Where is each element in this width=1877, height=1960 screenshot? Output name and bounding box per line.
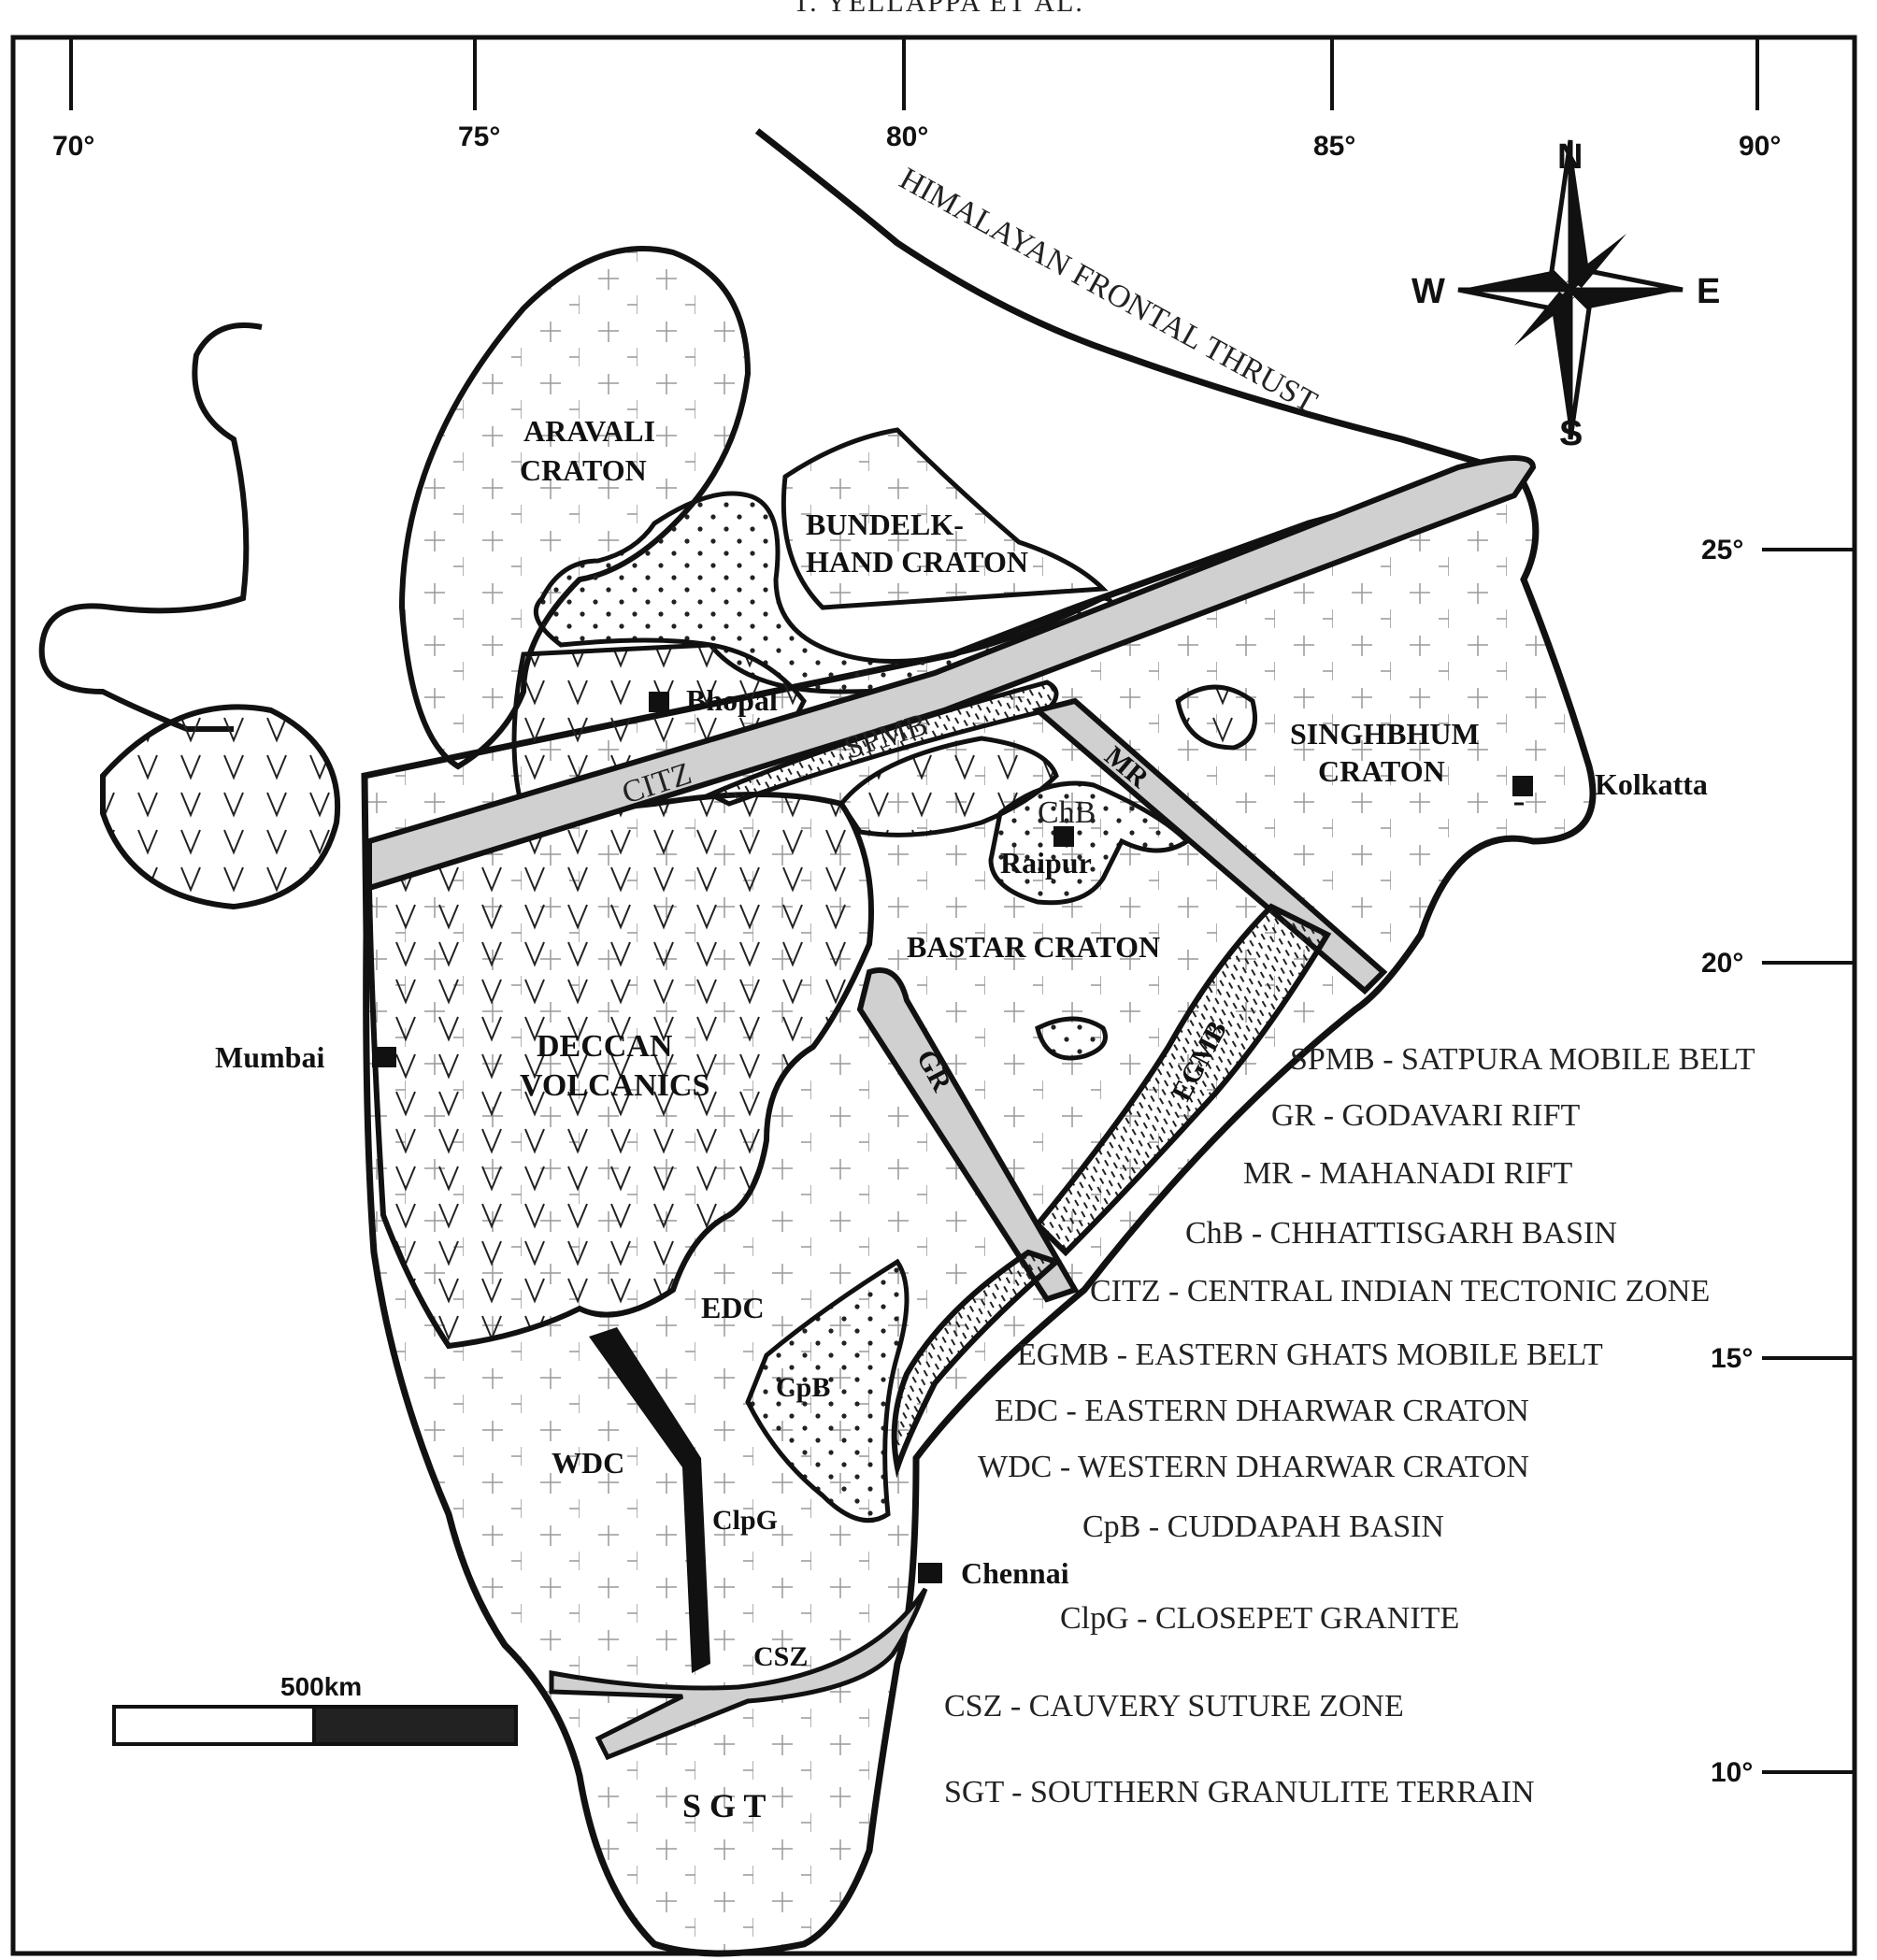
closepet-granite (589, 1327, 710, 1673)
legend-item-spmb: SPMB - SATPURA MOBILE BELT (1290, 1042, 1755, 1077)
longitude-ticks (69, 37, 1759, 110)
singhbhum-label-1: SINGHBHUM (1290, 717, 1480, 751)
deccan-label-1: DECCAN (537, 1029, 673, 1064)
aravali-label-2: CRATON (520, 453, 647, 487)
chhattisgarh-basin (988, 780, 1191, 906)
thrust-line (754, 128, 1497, 471)
mumbai-label: Mumbai (215, 1040, 324, 1074)
chb-label: ChB (1038, 795, 1096, 830)
legend-item-csz: CSZ - CAUVERY SUTURE ZONE (944, 1689, 1404, 1724)
raipur-label: Raipur (1000, 846, 1092, 880)
mumbai-marker (372, 1047, 396, 1067)
deccan-label-2: VOLCANICS (520, 1068, 709, 1103)
legend-item-wdc: WDC - WESTERN DHARWAR CRATON (978, 1450, 1529, 1484)
legend-item-mr: MR - MAHANADI RIFT (1243, 1156, 1573, 1191)
cauvery-suture-zone (549, 1587, 928, 1761)
bhopal-label: Bhopal (686, 683, 778, 717)
legend-item-egmb: EGMB - EASTERN GHATS MOBILE BELT (1017, 1338, 1603, 1372)
singhbhum-label-2: CRATON (1318, 754, 1445, 788)
compass-e-label: E (1697, 272, 1720, 311)
lon-70-label: 70° (52, 131, 94, 162)
lon-75-label: 75° (458, 122, 500, 152)
lat-25-label: 25° (1701, 535, 1743, 565)
legend-item-clpg: ClpG - CLOSEPET GRANITE (1060, 1601, 1459, 1636)
bastar-label: BASTAR CRATON (907, 930, 1160, 964)
legend-item-citz: CITZ - CENTRAL INDIAN TECTONIC ZONE (1090, 1274, 1710, 1309)
legend-item-cpb: CpB - CUDDAPAH BASIN (1082, 1509, 1444, 1544)
thrust-label: HIMALAYAN FRONTAL THRUST (894, 162, 1323, 421)
aravali-label-1: ARAVALI (523, 414, 655, 448)
bhopal-marker (649, 692, 669, 712)
lon-80-label: 80° (886, 122, 928, 152)
citz-belt (366, 455, 1537, 893)
compass-w-label: W (1411, 272, 1445, 311)
volcanics-patch-east (1175, 684, 1257, 751)
running-title: T. YELLAPPA ET AL. (793, 0, 1084, 18)
bundelkhand-craton (781, 427, 1109, 610)
chennai-marker (918, 1563, 942, 1583)
csz-label: CSZ (753, 1641, 808, 1672)
northwest-coastline (38, 322, 263, 732)
compass-rose-icon (1457, 139, 1684, 440)
lon-90-label: 90° (1739, 131, 1781, 162)
map-frame (10, 35, 1857, 1956)
godavari-rift (856, 967, 1080, 1303)
bundelkhand-label-2: HAND CRATON (806, 545, 1028, 579)
bundelkhand-label-1: BUNDELK- (806, 508, 964, 541)
compass-s-label: S (1559, 414, 1583, 453)
scale-bar-label: 500km (280, 1672, 362, 1701)
lon-85-label: 85° (1313, 131, 1355, 162)
lat-20-label: 20° (1701, 948, 1743, 979)
legend-item-chb: ChB - CHHATTISGARH BASIN (1185, 1216, 1617, 1251)
raipur-marker (1053, 826, 1074, 847)
legend-item-sgt: SGT - SOUTHERN GRANULITE TERRAIN (944, 1775, 1535, 1810)
egmb-north (1033, 903, 1332, 1257)
edc-label: EDC (701, 1291, 765, 1324)
latitude-ticks (1762, 548, 1855, 1774)
chennai-label: Chennai (961, 1556, 1069, 1590)
spmb-belt (705, 680, 1059, 807)
lat-10-label: 10° (1711, 1757, 1753, 1788)
legend-item-edc: EDC - EASTERN DHARWAR CRATON (995, 1394, 1529, 1428)
cpb-label: CpB (776, 1372, 830, 1403)
scale-bar (112, 1705, 518, 1746)
kolkatta-label: Kolkatta (1595, 767, 1708, 801)
egmb-south (891, 1249, 1062, 1479)
compass-n-label: N (1557, 137, 1583, 177)
lat-15-label: 15° (1711, 1343, 1753, 1374)
kathiawar-volcanics (100, 704, 341, 910)
sgt-label: S G T (682, 1787, 766, 1824)
cuddapah-basin (745, 1258, 910, 1524)
clpg-label: ClpG (712, 1505, 778, 1536)
aravali-craton (398, 246, 752, 770)
dotted-outlier (1035, 1016, 1108, 1061)
kolkatta-marker (1512, 776, 1533, 796)
legend-item-gr: GR - GODAVARI RIFT (1271, 1098, 1581, 1133)
wdc-label: WDC (552, 1446, 624, 1480)
